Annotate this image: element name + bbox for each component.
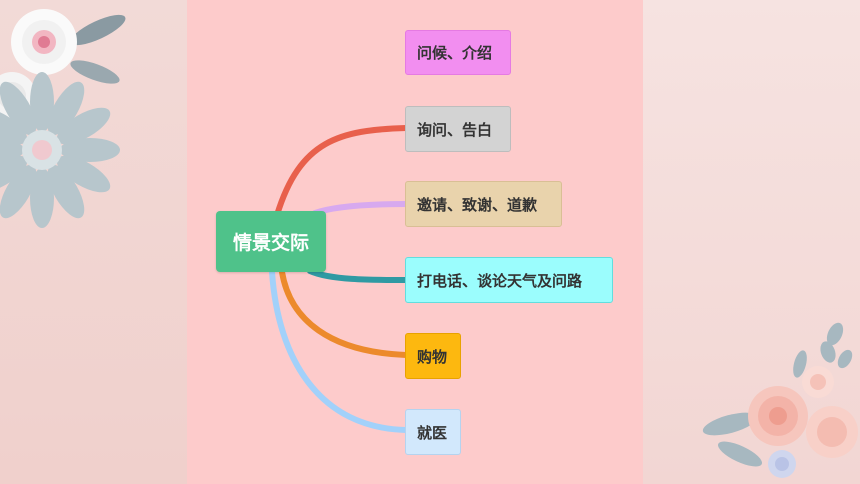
branch-node-3-label: 邀请、致谢、道歉 (417, 195, 538, 214)
connector-4 (307, 268, 409, 283)
branch-node-2[interactable]: 询问、告白 (405, 106, 511, 152)
connector-6 (269, 269, 409, 433)
connector-2 (274, 125, 409, 218)
branch-node-6-label: 就医 (417, 423, 448, 442)
branch-node-1[interactable]: 问候、介绍 (405, 30, 511, 75)
branch-node-1-label: 问候、介绍 (417, 44, 493, 62)
root-node-label: 情景交际 (232, 232, 309, 254)
connector-5 (279, 269, 409, 358)
branch-node-4[interactable]: 打电话、谈论天气及问路 (405, 257, 613, 303)
branch-node-3[interactable]: 邀请、致谢、道歉 (405, 181, 562, 227)
branch-node-5-label: 购物 (417, 347, 448, 366)
branch-node-6[interactable]: 就医 (405, 409, 461, 455)
left-decor-panel (0, 0, 187, 484)
branch-node-2-label: 询问、告白 (417, 120, 493, 139)
root-node[interactable]: 情景交际 (216, 211, 326, 272)
branch-node-5[interactable]: 购物 (405, 333, 461, 379)
flower-decoration-top-left (0, 9, 126, 228)
flower-decoration-bottom-right (702, 322, 858, 478)
connector-3 (312, 201, 409, 216)
branch-node-4-label: 打电话、谈论天气及问路 (417, 271, 583, 290)
